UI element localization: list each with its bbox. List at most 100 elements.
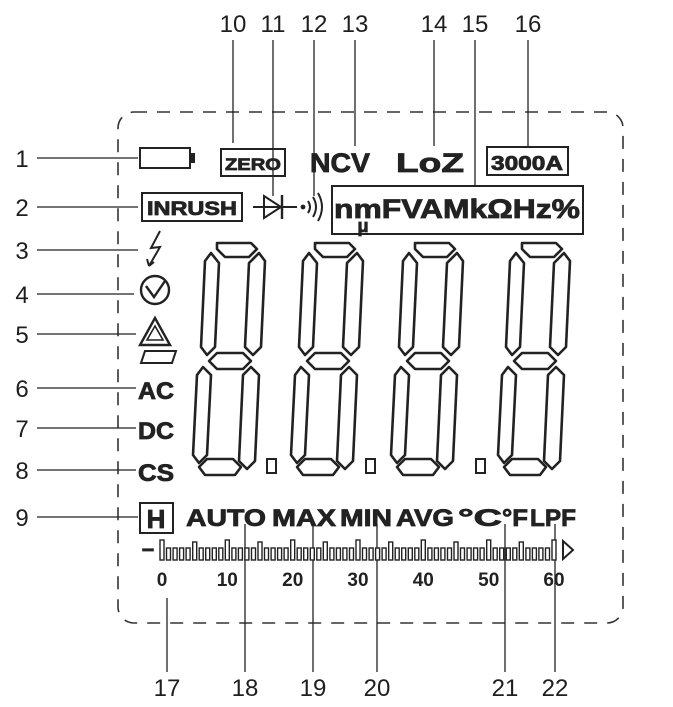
- bargraph-segment: [276, 547, 283, 561]
- bargraph-segment: [198, 547, 204, 561]
- callout-18: 18: [232, 675, 259, 702]
- bargraph-segment: [531, 547, 538, 561]
- callout-13: 13: [342, 11, 369, 38]
- inrush-indicator: INRUSH: [147, 199, 237, 220]
- bargraph-segment: [303, 547, 309, 561]
- warning-triangle-icon: [137, 315, 173, 347]
- callout-2: 2: [15, 195, 28, 222]
- callout-14: 14: [421, 11, 448, 38]
- callout-8: 8: [15, 458, 28, 485]
- bargraph-segment: [178, 547, 185, 561]
- callout-20: 20: [364, 675, 391, 702]
- segment-c: [435, 365, 459, 471]
- bargraph-segment: [394, 547, 400, 561]
- bargraph-minus: –: [142, 536, 154, 561]
- segment-f: [397, 251, 419, 357]
- fahrenheit-indicator: °F: [502, 505, 528, 532]
- callout-3: 3: [15, 238, 28, 265]
- bargraph-segment: [538, 547, 544, 561]
- max-indicator: MAX: [272, 505, 336, 532]
- loz-indicator: LoZ: [396, 148, 464, 178]
- bargraph-segment: [427, 547, 433, 561]
- bargraph-segment: [263, 547, 270, 561]
- bargraph-segment: [433, 547, 440, 561]
- segment-f: [504, 251, 526, 357]
- avg-indicator: AVG: [396, 505, 454, 532]
- decimal-point-3: [475, 458, 486, 474]
- segment-b: [548, 251, 572, 357]
- diode-icon: [253, 194, 297, 220]
- segment-a: [413, 241, 457, 259]
- range-3000a-indicator: 3000A: [491, 153, 563, 175]
- bargraph-segment: [486, 539, 492, 561]
- range-3000a-box: [486, 146, 569, 176]
- bargraph-segment: [159, 539, 165, 561]
- bargraph-segment: [165, 547, 172, 561]
- segment-b: [441, 251, 465, 357]
- bargraph-segment: [348, 547, 355, 561]
- segment-e: [496, 365, 518, 465]
- hold-box: [139, 502, 174, 534]
- bargraph-segment: [237, 547, 244, 561]
- scale-label: 60: [543, 570, 564, 591]
- auto-power-off-icon: [139, 274, 171, 306]
- segment-a: [520, 241, 564, 259]
- segment-a: [215, 241, 259, 259]
- bargraph: [159, 539, 557, 561]
- bargraph-segment: [381, 547, 387, 561]
- zero-indicator: ZERO: [225, 155, 281, 174]
- callout-22: 22: [542, 675, 569, 702]
- callout-12: 12: [301, 11, 328, 38]
- segment-d: [502, 457, 548, 477]
- segment-g: [512, 351, 558, 371]
- segment-f: [199, 251, 221, 357]
- bargraph-segment: [270, 547, 276, 561]
- bargraph-segment: [231, 547, 237, 561]
- digit-4: [496, 241, 572, 477]
- bargraph-segment: [211, 547, 218, 561]
- scale-label: 40: [413, 570, 434, 591]
- bargraph-segment: [361, 547, 368, 561]
- bargraph-segment: [374, 547, 381, 561]
- bargraph-segment: [466, 547, 472, 561]
- hold-indicator: H: [147, 504, 166, 534]
- bargraph-segment: [446, 547, 453, 561]
- bargraph-segment: [296, 547, 302, 561]
- callout-15: 15: [462, 11, 489, 38]
- bargraph-segment: [172, 547, 178, 561]
- ncv-indicator: NCV: [310, 148, 370, 178]
- segment-g: [405, 351, 451, 371]
- segment-e: [289, 365, 311, 465]
- bargraph-segment: [204, 547, 211, 561]
- bargraph-arrow-icon: [562, 538, 575, 562]
- callout-1: 1: [15, 146, 28, 173]
- bargraph-segment: [355, 539, 361, 561]
- top-callouts: 10 11 12 13 14 15 16: [220, 11, 541, 196]
- segment-d: [197, 457, 243, 477]
- segment-f: [297, 251, 319, 357]
- left-callouts: 1 2 3 4 5 6 7 8 9: [15, 146, 138, 532]
- bargraph-segment: [283, 547, 289, 561]
- units-indicator: nmFVAMkΩHz%: [334, 194, 580, 224]
- bargraph-segment: [525, 547, 531, 561]
- bargraph-segment: [512, 547, 518, 561]
- digit-1: [191, 241, 267, 477]
- bargraph-segment: [453, 541, 459, 561]
- ac-indicator: AC: [138, 378, 174, 405]
- bargraph-segment: [309, 547, 315, 561]
- bargraph-segment: [335, 547, 342, 561]
- lightning-icon: [146, 230, 162, 267]
- digit-3: [389, 241, 465, 477]
- segment-g: [207, 351, 253, 371]
- scale-label: 30: [347, 570, 368, 591]
- decimal-point-1: [266, 458, 277, 474]
- bargraph-segment: [185, 547, 191, 561]
- bargraph-segment: [388, 541, 394, 561]
- bargraph-segment: [492, 547, 498, 561]
- segment-c: [237, 365, 261, 471]
- bargraph-segment: [290, 539, 296, 561]
- bargraph-segment: [401, 547, 407, 561]
- bargraph-segment: [499, 547, 505, 561]
- segment-d: [395, 457, 441, 477]
